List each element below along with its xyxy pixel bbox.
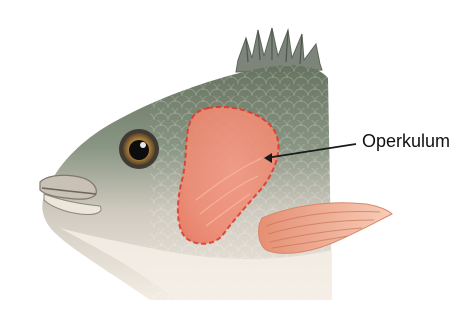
eye — [119, 129, 159, 169]
dorsal-fin — [236, 28, 322, 72]
operculum-label: Operkulum — [362, 131, 450, 152]
